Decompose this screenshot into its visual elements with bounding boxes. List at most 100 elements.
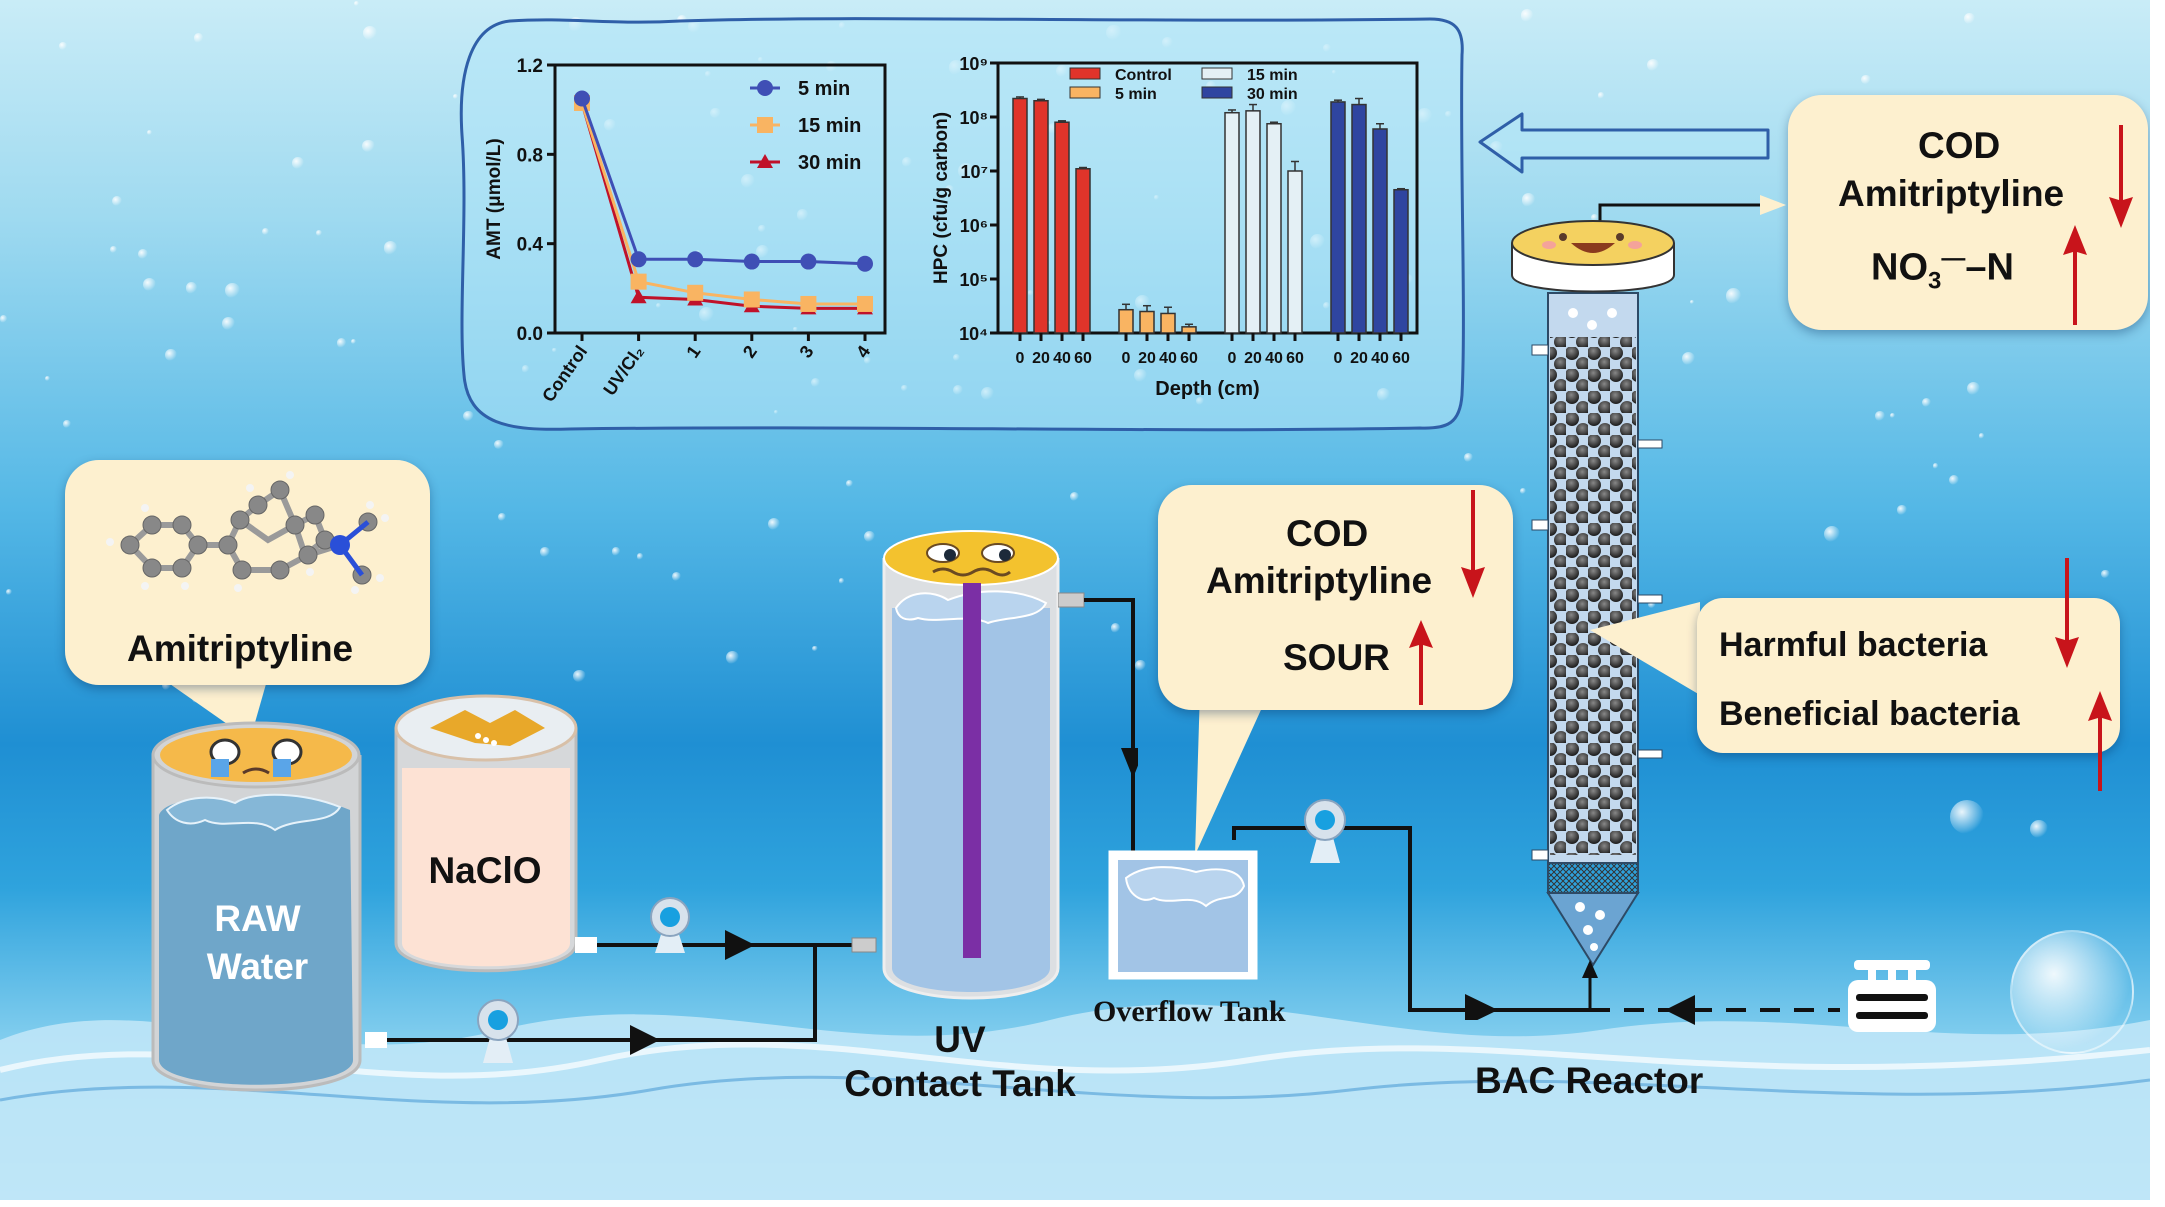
trend-down-arrow-icon <box>1461 490 1485 598</box>
water-droplet <box>1725 288 1741 304</box>
trend-up-arrow-icon <box>1409 620 1433 705</box>
y-axis-label: HPC (cfu/g carbon) <box>931 112 952 284</box>
water-droplet <box>336 338 347 348</box>
water-droplet <box>350 339 356 345</box>
data-point <box>800 253 817 270</box>
overflow-tank <box>1108 850 1258 980</box>
dosing-pump-icon <box>650 897 690 953</box>
legend-marker <box>757 154 773 168</box>
amitriptyline-callout: Amitriptyline <box>65 460 430 685</box>
water-droplet <box>137 248 148 259</box>
water-droplet <box>1978 433 1985 440</box>
bar <box>1351 103 1367 334</box>
data-point <box>743 253 760 270</box>
naclo-tank <box>394 694 578 973</box>
data-point <box>687 284 704 301</box>
water-droplet <box>225 283 241 299</box>
legend-swatch <box>1201 67 1233 80</box>
data-point <box>630 273 647 290</box>
nitrate-formula: NO <box>1871 246 1928 289</box>
water-droplet <box>1597 92 1605 100</box>
x-tick-label: 0 <box>1334 350 1343 367</box>
water-droplet <box>1823 525 1840 542</box>
bar <box>1330 101 1346 334</box>
water-droplet <box>812 645 818 652</box>
data-point <box>687 251 704 268</box>
water-droplet <box>1964 13 1976 25</box>
x-tick-label: 60 <box>1074 350 1092 367</box>
x-tick-label: 60 <box>1180 350 1198 367</box>
water-droplet <box>494 439 505 450</box>
bubble-decoration <box>1950 800 1984 834</box>
x-tick-label: 2 <box>739 342 761 362</box>
uv-lamp <box>963 583 981 958</box>
x-tick-label: 20 <box>1032 350 1050 367</box>
data-point <box>630 289 647 304</box>
water-droplet <box>147 130 152 136</box>
water-droplet <box>1646 58 1659 71</box>
bubble-decoration <box>2010 930 2134 1054</box>
feed-pump-icon <box>477 999 519 1063</box>
series-line-30min <box>580 102 865 310</box>
naclo-label: NaClO <box>428 850 542 891</box>
water-droplet <box>362 140 375 153</box>
x-axis-label: Depth (cm) <box>1155 378 1259 400</box>
bar <box>1033 99 1049 334</box>
x-tick-label: 0 <box>1016 350 1025 367</box>
water-droplet <box>59 42 68 51</box>
water-droplet <box>839 578 845 584</box>
legend-label: 15 min <box>1247 67 1298 84</box>
water-droplet <box>1520 9 1533 22</box>
callout-amitriptyline-label: Amitriptyline <box>1206 560 1433 601</box>
legend-label: 30 min <box>798 152 861 174</box>
callout-cod-label: COD <box>1918 125 2001 166</box>
y-tick-label: 10⁸ <box>959 108 988 128</box>
water-droplet <box>1520 488 1527 495</box>
x-tick-label: 0 <box>1122 350 1131 367</box>
water-droplet <box>768 517 781 531</box>
water-droplet <box>1875 411 1885 421</box>
bar <box>1393 188 1409 334</box>
amitriptyline-molecule-icon <box>106 471 389 594</box>
bar <box>1075 168 1091 334</box>
water-droplet <box>1069 491 1079 501</box>
water-droplet <box>1932 463 1939 469</box>
water-droplet <box>362 26 377 41</box>
uv-effluent-callout: COD Amitriptyline SOUR <box>1158 485 1513 710</box>
water-droplet <box>1110 623 1121 633</box>
water-droplet <box>1861 74 1871 85</box>
x-tick-label: 40 <box>1159 350 1177 367</box>
trend-up-arrow-icon <box>2088 691 2112 791</box>
raw-water-label: RAW Water <box>150 895 365 991</box>
data-point <box>800 295 817 312</box>
water-droplet <box>6 589 13 596</box>
y-tick-label: 10⁹ <box>959 54 988 74</box>
water-droplet <box>143 278 157 292</box>
chart-frame <box>459 17 1465 432</box>
callout-cod-label: COD <box>1286 513 1369 554</box>
legend-swatch <box>1069 86 1101 99</box>
x-tick-label: 1 <box>682 342 704 362</box>
water-droplet <box>1464 452 1473 462</box>
x-tick-label: 20 <box>1244 350 1262 367</box>
legend-marker <box>757 80 773 96</box>
x-tick-label: 60 <box>1392 350 1410 367</box>
raw-water-line2: Water <box>206 946 309 987</box>
water-droplet <box>185 282 198 294</box>
legend-swatch <box>1201 86 1233 99</box>
data-point <box>857 255 873 272</box>
uv-contact-tank <box>882 530 1060 1000</box>
water-droplet <box>463 410 474 422</box>
water-droplet <box>1966 381 1981 395</box>
water-droplet <box>863 531 875 543</box>
y-tick-label: 10⁵ <box>960 270 988 290</box>
water-droplet <box>193 33 204 43</box>
bacteria-callout-tail <box>1590 602 1700 695</box>
callout-sour-label: SOUR <box>1283 637 1390 678</box>
bar <box>1266 122 1282 334</box>
water-droplet <box>671 571 681 581</box>
water-droplet <box>162 680 172 691</box>
water-droplet <box>611 546 621 556</box>
uv-outflow-pipe <box>1058 592 1138 853</box>
x-tick-label: 20 <box>1138 350 1156 367</box>
